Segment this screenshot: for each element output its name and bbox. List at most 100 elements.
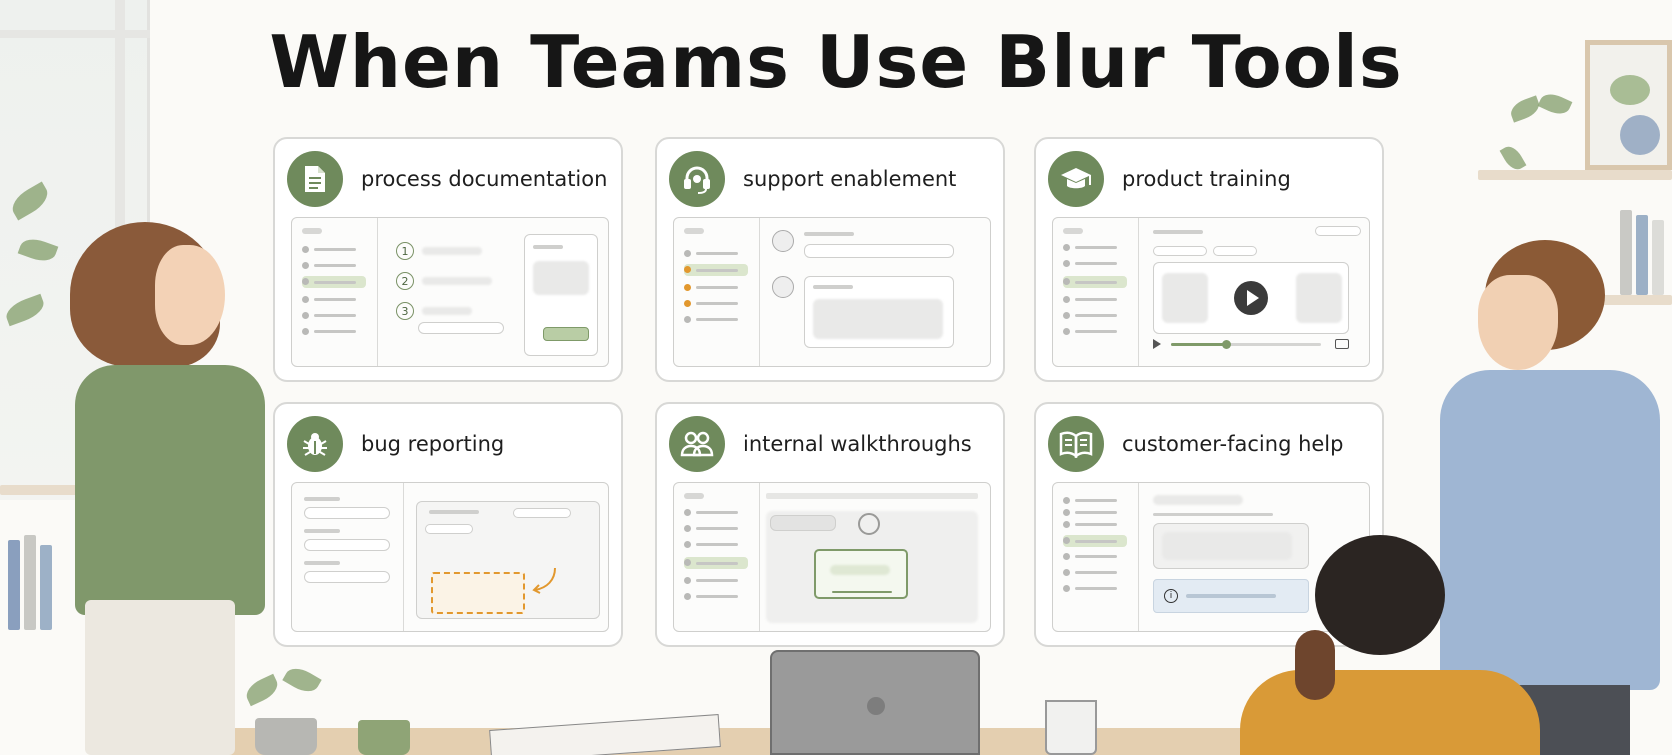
person-seated-hair <box>1315 535 1445 655</box>
person-seated-body <box>1240 670 1540 755</box>
mock-nav-item <box>302 312 366 319</box>
mock-button <box>1315 226 1361 236</box>
card-label: process documentation <box>361 167 608 191</box>
notebook <box>489 714 721 755</box>
video-player <box>1153 262 1349 334</box>
card-support-enablement: support enablement <box>655 137 1005 382</box>
video-progress-thumb[interactable] <box>1222 340 1231 349</box>
card-header: bug reporting <box>287 416 504 472</box>
mock-nav-item <box>1063 328 1127 335</box>
play-icon[interactable] <box>1234 281 1268 315</box>
card-product-training: product training <box>1034 137 1384 382</box>
card-header: customer-facing help <box>1048 416 1343 472</box>
mock-nav-item <box>1063 553 1127 560</box>
card-label: bug reporting <box>361 432 505 456</box>
video-progress-track[interactable] <box>1171 343 1321 346</box>
mock-screenshot <box>673 482 991 632</box>
mock-window-dots <box>684 228 704 234</box>
document-icon <box>287 151 343 207</box>
mock-screenshot: 1 2 3 <box>291 217 609 367</box>
book <box>40 545 52 630</box>
person-right-body <box>1440 370 1660 690</box>
mock-form <box>292 483 404 631</box>
left-shelf <box>0 485 80 495</box>
avatar <box>772 276 794 298</box>
info-banner: i <box>1153 579 1309 613</box>
mock-panel <box>524 234 598 356</box>
mock-nav-item <box>1063 569 1127 576</box>
mock-nav-item <box>1063 509 1127 516</box>
mock-nav-item <box>1063 312 1127 319</box>
blurred-text <box>422 247 482 255</box>
wall-art <box>1585 40 1672 170</box>
book <box>8 540 20 630</box>
mock-dropdown <box>304 571 390 583</box>
mock-nav-item <box>684 316 748 323</box>
card-customer-facing-help: customer-facing help i <box>1034 402 1384 647</box>
card-header: product training <box>1048 151 1291 207</box>
blurred-text <box>422 277 492 285</box>
mock-green-button <box>543 327 589 341</box>
person-right-face <box>1478 275 1558 370</box>
mock-window-dots <box>302 228 322 234</box>
mock-toolbar <box>766 493 978 499</box>
mock-screenshot <box>673 217 991 367</box>
mock-nav-item <box>684 250 748 257</box>
mock-sidebar <box>1053 218 1139 366</box>
mock-nav-item <box>1063 497 1127 504</box>
laptop <box>770 650 980 755</box>
mock-dropdown <box>304 507 390 519</box>
right-shelf <box>1600 295 1672 305</box>
card-header: process documentation <box>287 151 607 207</box>
mug <box>358 720 410 755</box>
mock-nav-item <box>684 593 748 600</box>
mock-nav-item <box>1063 244 1127 251</box>
mock-nav-item-active <box>684 264 748 276</box>
page-title: When Teams Use Blur Tools <box>269 20 1403 104</box>
mock-sidebar <box>674 218 760 366</box>
person-left-body <box>75 365 265 615</box>
step-number: 3 <box>396 302 414 320</box>
plant-leaf <box>1499 142 1527 174</box>
callout-popup <box>814 549 908 599</box>
person-left-legs <box>85 600 235 755</box>
play-small-icon[interactable] <box>1153 339 1161 349</box>
mock-nav-item <box>302 328 366 335</box>
card-process-documentation: process documentation 1 2 3 <box>273 137 623 382</box>
mock-input <box>418 322 504 334</box>
mock-sidebar <box>1053 483 1139 631</box>
mock-nav-item <box>302 262 366 269</box>
graduation-cap-icon <box>1048 151 1104 207</box>
mock-text <box>1153 230 1203 234</box>
video-progress-fill <box>1171 343 1225 346</box>
mock-nav-item <box>1063 296 1127 303</box>
book <box>1636 215 1648 295</box>
mock-nav-item <box>302 246 366 253</box>
avatar <box>772 230 794 252</box>
mock-screenshot <box>1052 217 1370 367</box>
blurred-text <box>422 307 472 315</box>
card-label: internal walkthroughs <box>743 432 972 456</box>
mock-button <box>770 515 836 531</box>
book <box>1620 210 1632 295</box>
mock-nav-item <box>684 541 748 548</box>
art-shape <box>1620 115 1660 155</box>
step-number: 2 <box>396 272 414 290</box>
mock-content-box <box>1153 523 1309 569</box>
mock-message <box>804 244 954 258</box>
cursor-target <box>858 513 880 535</box>
mock-nav-item <box>302 296 366 303</box>
mock-nav-item <box>1063 260 1127 267</box>
pencil-cup <box>1045 700 1097 755</box>
mock-nav-item <box>684 577 748 584</box>
mock-sidebar <box>292 218 378 366</box>
info-icon: i <box>1164 589 1178 603</box>
fullscreen-icon[interactable] <box>1335 339 1349 349</box>
art-shape <box>1610 75 1650 105</box>
mock-dropdown <box>304 539 390 551</box>
mock-window-dots <box>1063 228 1083 234</box>
arrow-icon <box>532 567 556 594</box>
plant-pot <box>255 718 317 755</box>
mock-screenshot <box>291 482 609 632</box>
mock-text <box>804 232 854 236</box>
